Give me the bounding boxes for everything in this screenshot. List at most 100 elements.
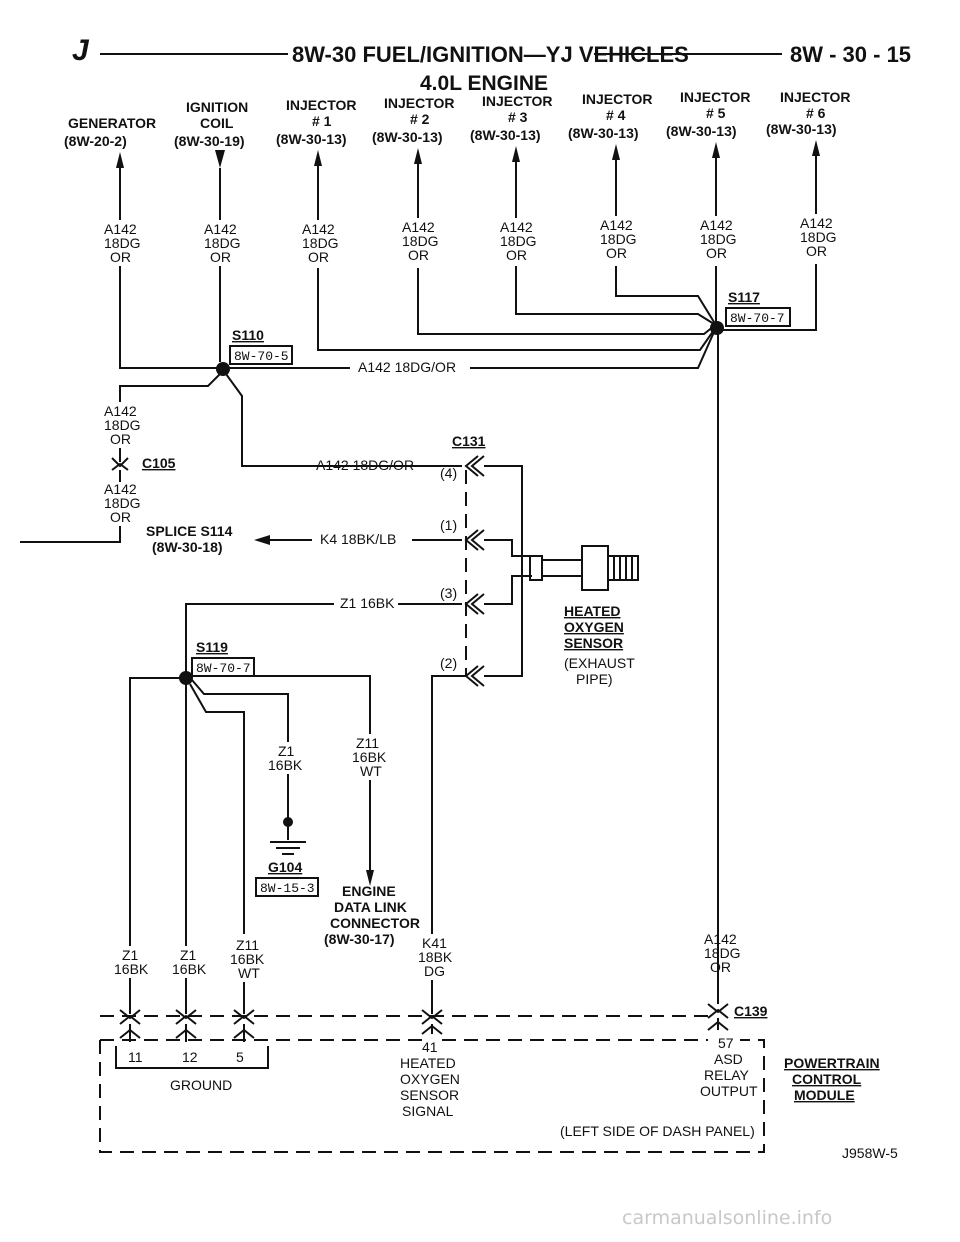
component-inj2-sub: # 2 [410,111,430,127]
pcm-pin-57-line3: OUTPUT [700,1083,758,1099]
wire-label-gauge: 18DG [700,231,737,247]
wire-label-circuit: A142 [204,221,237,237]
datalink-wire3: WT [360,763,382,779]
component-inj4-sub: # 4 [606,107,626,123]
splice-s114-line1: SPLICE S114 [146,523,233,539]
figure-code: J958W-5 [842,1145,898,1161]
arrow-inj6 [812,140,820,156]
bottom-w3-c: WT [238,965,260,981]
wire-label-color: OR [506,247,527,263]
wire-label-circuit: A142 [104,403,137,419]
component-inj6-name: INJECTOR [780,89,851,105]
wire-a142-horizontal: A142 18DG/OR [358,359,456,375]
wire-label-circuit: A142 [500,219,533,235]
bottom-w4-b: 18BK [418,949,453,965]
header-subtitle: 4.0L ENGINE [420,72,548,95]
pcm-pin-57: 57 [718,1035,734,1051]
wire-label-gauge: 18DG [104,417,141,433]
wire-label-gauge: 18DG [800,229,837,245]
datalink-line4: (8W-30-17) [324,931,395,947]
datalink-line2: DATA LINK [334,899,407,915]
oxygen-sensor-name1: HEATED [564,603,621,619]
splice-s110-label: S110 [232,327,264,343]
wire-label-color: OR [110,249,131,265]
top-components: GENERATOR (8W-20-2) IGNITION COIL (8W-30… [64,89,851,149]
pcm-pin-41-line1: HEATED [400,1055,456,1071]
component-inj4-ref: (8W-30-13) [568,125,639,141]
wire-label-circuit: A142 [600,217,633,233]
connector-c139-marks [119,1003,729,1025]
component-coil-ref: (8W-30-19) [174,133,245,149]
bottom-w2-b: 16BK [172,961,207,977]
c139-wiring [129,976,719,1014]
bottom-w1-b: 16BK [114,961,149,977]
component-inj3-name: INJECTOR [482,93,553,109]
splice-s114-line2: (8W-30-18) [152,539,223,555]
wire-label-gauge: 18DG [204,235,241,251]
pcm-name2: CONTROL [792,1071,862,1087]
wire-label-gauge: 18DG [402,233,439,249]
splice-s119-dot [179,671,193,685]
watermark-text: carmanualsonline.info [622,1207,832,1229]
splice-s119-ref: 8W-70-7 [196,661,251,676]
wire-label-circuit: A142 [700,217,733,233]
bottom-w3-a: Z11 [236,937,259,953]
splice-s110-ref: 8W-70-5 [234,349,289,364]
component-inj6-sub: # 6 [806,105,826,121]
component-inj5-sub: # 5 [706,105,726,121]
bottom-w1-a: Z1 [122,947,139,963]
component-generator-name: GENERATOR [68,115,156,131]
bottom-w2-a: Z1 [180,947,197,963]
component-coil-sub: COIL [200,115,234,131]
header: J 8W-30 FUEL/IGNITION—YJ VEHICLES 8W - 3… [72,34,911,95]
splice-s117-ref-box [725,307,791,327]
component-inj5-name: INJECTOR [680,89,751,105]
component-inj6-ref: (8W-30-13) [766,121,837,137]
wire-label-color: OR [606,245,627,261]
connector-c131-pin-3: (3) [440,585,457,601]
component-arrows [116,140,820,168]
arrow-inj1 [314,150,322,166]
connector-c131-pin-1: (1) [440,517,457,533]
component-inj3-ref: (8W-30-13) [470,127,541,143]
component-inj1-ref: (8W-30-13) [276,131,347,147]
component-inj1-name: INJECTOR [286,97,357,113]
pcm-pin-11: 11 [128,1049,143,1065]
wire-a142-c131: A142 18DG/OR [316,457,414,473]
wire-label-color: OR [210,249,231,265]
wire-label-gauge: 18DG [104,235,141,251]
header-page: 8W - 30 - 15 [790,42,911,67]
connector-c131-pins [464,455,485,687]
component-generator-ref: (8W-20-2) [64,133,127,149]
component-inj3-sub: # 3 [508,109,528,125]
bottom-w5-c: OR [710,959,731,975]
arrow-datalink [366,870,374,886]
pcm-pin-41-line2: OXYGEN [400,1071,460,1087]
oxygen-sensor-name3: SENSOR [564,635,623,651]
ground-g104-ref-box [255,877,319,897]
connector-c131-label: C131 [452,433,486,449]
wire-label-color: OR [308,249,329,265]
s110-wiring [119,266,410,467]
oxygen-sensor-name2: OXYGEN [564,619,624,635]
component-inj2-ref: (8W-30-13) [372,129,443,145]
component-inj2-name: INJECTOR [384,95,455,111]
wire-label-color: OR [806,243,827,259]
header-left: J [72,34,90,67]
pcm-pin-57-line2: RELAY [704,1067,750,1083]
pcm-ground-label: GROUND [170,1077,232,1093]
pcm-name3: MODULE [794,1087,855,1103]
wire-label-gauge: 18DG [500,233,537,249]
connector-c139-label: C139 [734,1003,768,1019]
wire-z1: Z1 16BK [340,595,395,611]
connector-c105-label: C105 [142,455,176,471]
component-inj5-ref: (8W-30-13) [666,123,737,139]
wire-labels-top: A142 18DG OR A142 18DG OR A142 18DG OR A… [104,215,837,265]
splice-s110-ref-box [229,345,293,365]
bottom-w4-a: K41 [422,935,447,951]
splice-s119-label: S119 [196,639,228,655]
wire-label-gauge: 18DG [104,495,141,511]
ground-symbol-icon [270,841,306,855]
splice-s117-dot [710,321,724,335]
